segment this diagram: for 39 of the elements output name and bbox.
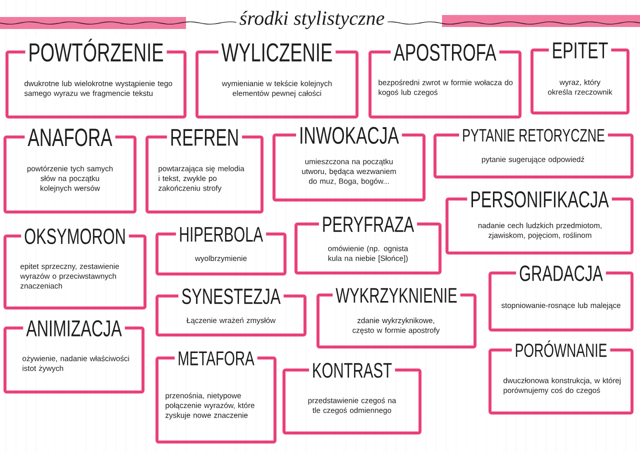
term-heading: ANAFORA [24,127,116,148]
term-heading: POWTÓRZENIE [25,37,167,64]
term-heading: ANIMIZACJA [23,318,125,338]
term-heading: SYNESTEZJA [178,287,284,306]
term-heading: EPITET [548,40,612,60]
definition-box [4,127,136,214]
definition-box [368,42,522,118]
term-heading: PYTANIE RETORYCZNE [459,127,608,144]
term-heading: REFREN [166,128,242,148]
definition-box [6,37,186,118]
definition-box [146,128,264,214]
definition-box [196,42,358,118]
definition-box [434,127,634,178]
definition-box [316,286,476,348]
term-heading: OKSYMORON [21,227,129,246]
definition-box [294,215,442,274]
term-heading: INWOKACJA [296,125,402,146]
term-heading: PERYFRAZA [318,215,418,234]
definition-box [272,125,426,202]
term-heading: WYKRZYKNIENIE [332,286,460,304]
definition-box [4,227,146,310]
definition-box [156,350,276,444]
definition-box [488,338,634,414]
definition-box [156,225,286,276]
term-heading: HIPERBOLA [176,225,266,244]
term-heading: APOSTROFA [390,42,500,62]
term-heading: PERSONIFIKACJA [467,190,612,209]
definition-box [282,361,422,434]
definition-box [488,264,634,332]
term-heading: GRADACJA [516,264,606,283]
definition-box [446,190,634,254]
definition-box [156,287,306,336]
term-heading: METAFORA [174,350,258,367]
term-heading: PORÓWNANIE [512,338,610,359]
term-heading: WYLICZENIE [218,42,336,64]
title: środki stylistyczne [236,8,388,32]
term-heading: KONTRAST [308,361,396,380]
definition-box [530,40,630,114]
definition-box [4,318,144,394]
